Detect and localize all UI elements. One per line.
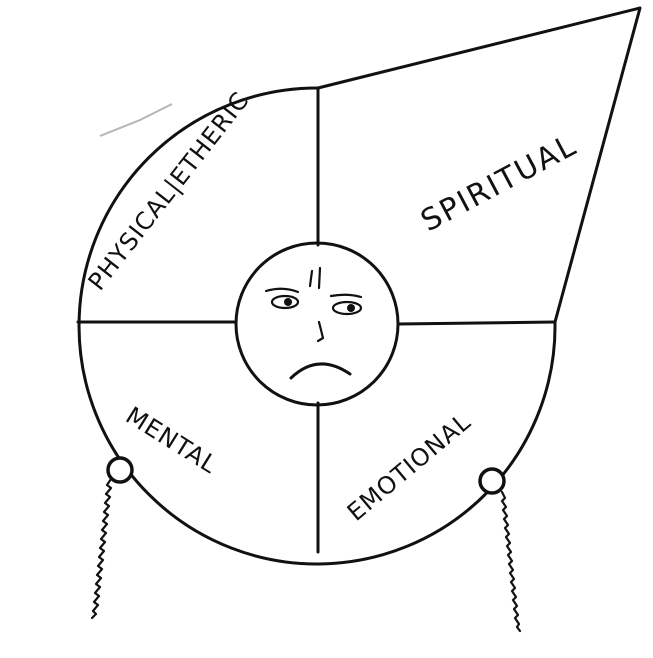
- label-emotional: EMOTIONAL: [342, 407, 477, 526]
- face-circle: [234, 241, 400, 407]
- label-mental: MENTAL: [121, 401, 223, 479]
- right-tether: [478, 467, 522, 633]
- left-ring: [106, 456, 134, 484]
- outer-shape-outline: [77, 6, 642, 566]
- right-brow: [329, 293, 363, 299]
- furrow-line-2: [317, 266, 322, 290]
- left-cord: [90, 477, 113, 620]
- right-ring: [478, 467, 506, 495]
- left-brow: [264, 287, 300, 294]
- left-tether: [90, 456, 134, 620]
- furrow-line-1: [308, 269, 314, 288]
- label-physical-etheric: PHYSICAL|ETHERIC: [83, 86, 255, 295]
- divider-right: [396, 320, 557, 326]
- frown-mouth: [289, 362, 352, 380]
- left-eye: [270, 294, 300, 310]
- right-pupil: [347, 304, 355, 312]
- left-pupil: [284, 298, 292, 306]
- right-eye: [331, 300, 363, 316]
- nose: [316, 320, 325, 343]
- frowning-face-icon: [234, 241, 400, 407]
- stray-mark: [99, 103, 173, 137]
- label-spiritual: SPIRITUAL: [415, 128, 583, 239]
- right-cord: [500, 490, 522, 633]
